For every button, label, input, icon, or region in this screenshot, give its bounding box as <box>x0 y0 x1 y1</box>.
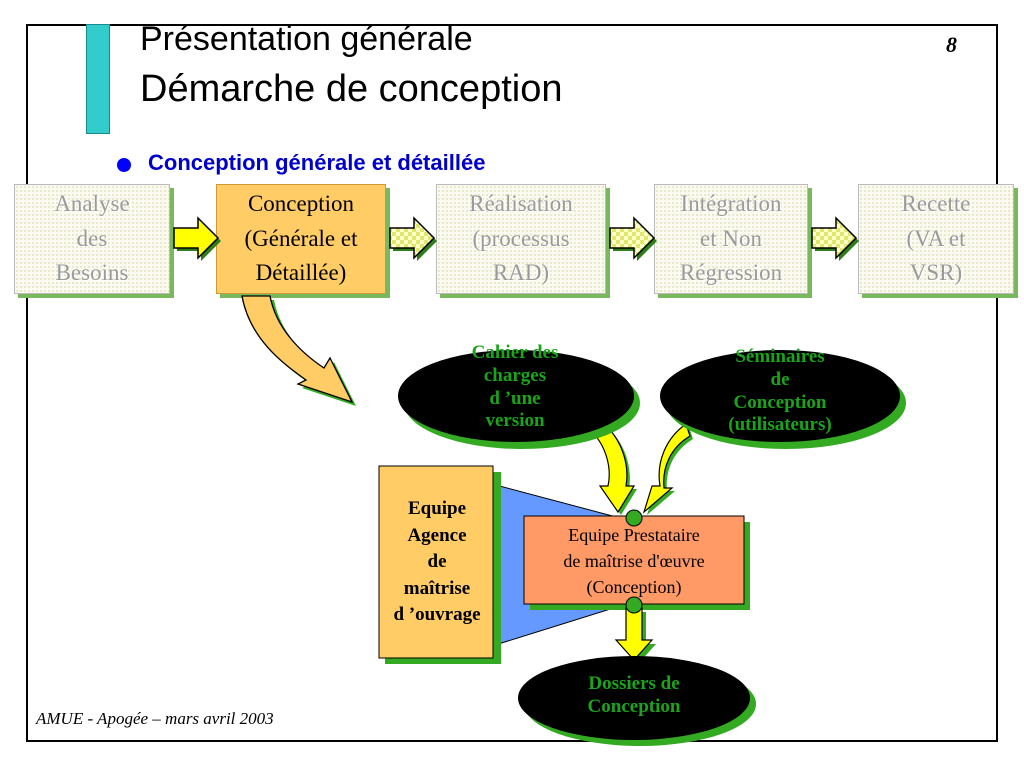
step-label: Réalisation (processus RAD) <box>469 191 573 286</box>
slide-frame <box>26 24 998 742</box>
label-dossiers: Dossiers de Conception <box>587 673 681 717</box>
step-recette: Recette (VA et VSR) <box>858 184 1014 294</box>
step-integration: Intégration et Non Régression <box>654 184 808 294</box>
step-label: Intégration et Non Régression <box>679 191 783 286</box>
footer-text: AMUE - Apogée – mars avril 2003 <box>36 709 274 728</box>
bullet-text: Conception générale et détaillée <box>148 150 486 175</box>
step-label: Recette (VA et VSR) <box>901 191 971 286</box>
step-realisation: Réalisation (processus RAD) <box>436 184 606 294</box>
step-analyse: Analyse des Besoins <box>14 184 170 294</box>
slide-subtitle: Démarche de conception <box>140 68 563 110</box>
step-label: Analyse des Besoins <box>54 191 130 286</box>
label-seminaires: Séminaires de Conception (utilisateurs) <box>728 346 832 436</box>
step-label: Conception (Générale et Détaillée) <box>244 191 358 286</box>
label-moa-team: Equipe Agence de maîtrise d ’ouvrage <box>393 498 481 626</box>
label-moe-team: Equipe Prestataire de maîtrise d'œuvre (… <box>563 525 705 598</box>
title-accent-bar <box>86 24 110 134</box>
page-number: 8 <box>946 32 957 57</box>
label-cahier-des-charges: Cahier des charges d ’une version <box>471 342 559 432</box>
bullet-dot-icon <box>117 158 131 172</box>
slide-title: Présentation générale <box>140 20 473 58</box>
step-conception: Conception (Générale et Détaillée) <box>216 184 386 294</box>
